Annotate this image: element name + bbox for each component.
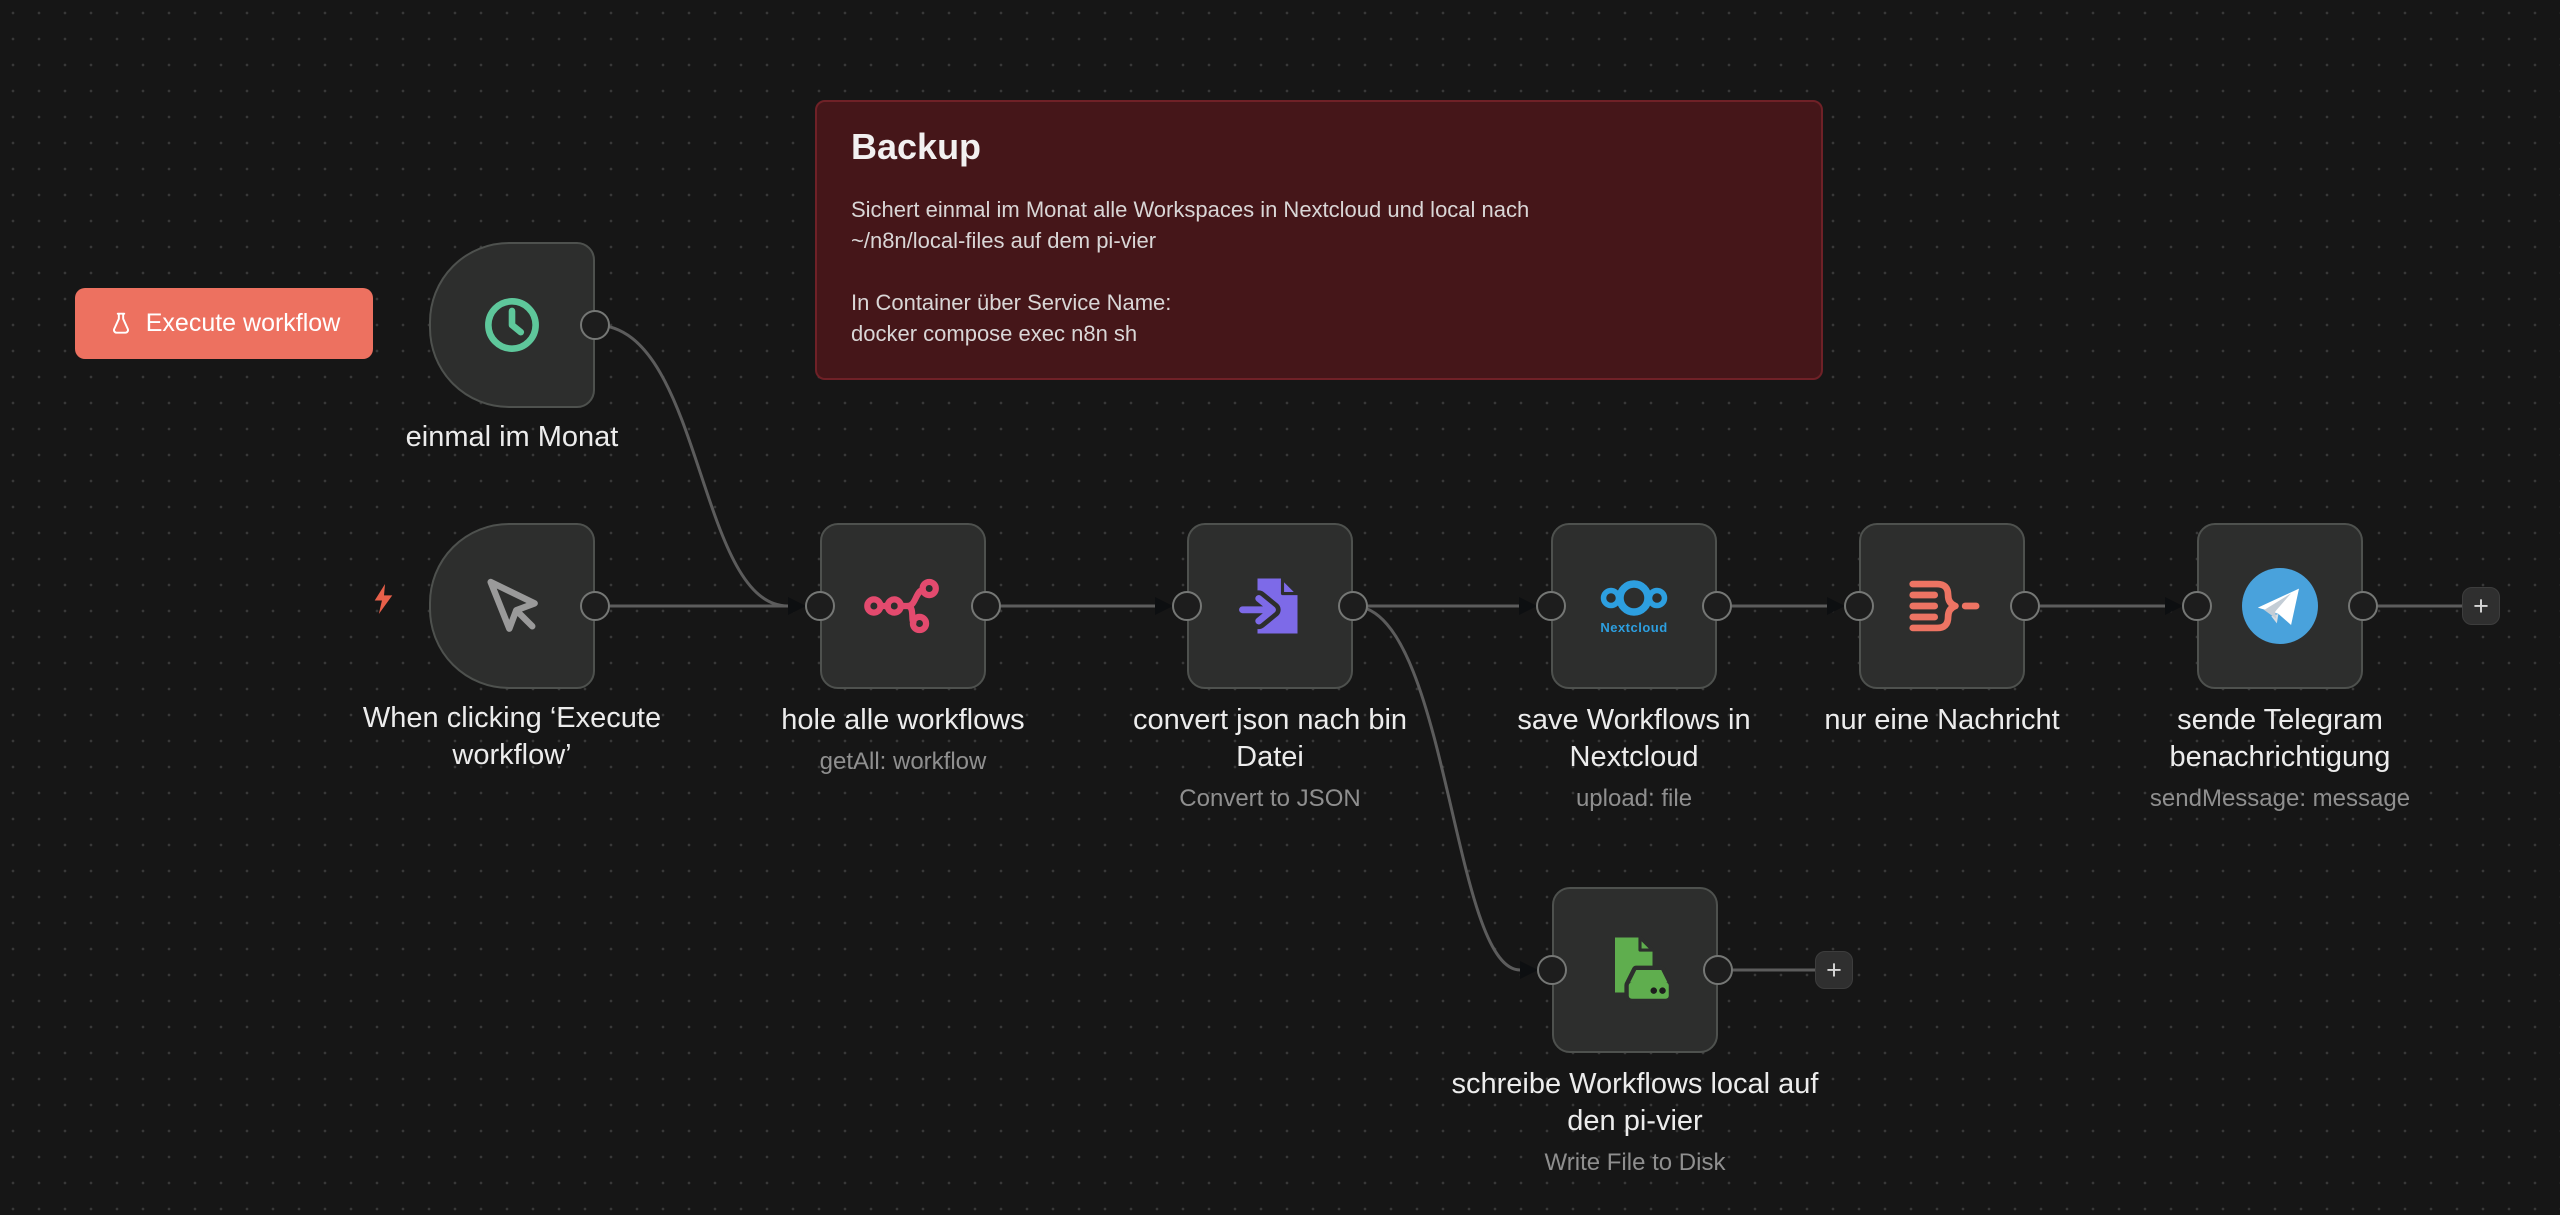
arrowhead xyxy=(1155,597,1173,615)
sticky-note[interactable]: Backup Sichert einmal im Monat alle Work… xyxy=(815,100,1823,380)
output-port-convert[interactable] xyxy=(1338,591,1368,621)
node-label-write-file: schreibe Workflows local auf den pi-vier… xyxy=(1451,1068,1819,1176)
execute-workflow-button[interactable]: Execute workflow xyxy=(75,288,373,359)
nextcloud-circles-icon xyxy=(1600,579,1668,616)
node-label-telegram: sende Telegram benachrichtigung sendMess… xyxy=(2149,704,2411,812)
aggregate-icon xyxy=(1909,580,1980,632)
connection-schedule-to-get xyxy=(594,323,789,608)
input-port-telegram[interactable] xyxy=(2182,591,2212,621)
node-label-nextcloud: save Workflows in Nextcloud upload: file xyxy=(1517,704,1751,812)
output-port-limit[interactable] xyxy=(2010,591,2040,621)
output-port-schedule[interactable] xyxy=(580,310,610,340)
output-port-get-workflows[interactable] xyxy=(971,591,1001,621)
sticky-note-text: In Container über Service Name: xyxy=(851,290,1172,315)
arrowhead xyxy=(1827,597,1845,615)
input-port-limit[interactable] xyxy=(1844,591,1874,621)
n8n-icon xyxy=(864,578,939,634)
node-nextcloud[interactable]: Nextcloud xyxy=(1551,523,1717,689)
node-convert-to-file[interactable] xyxy=(1187,523,1353,689)
file-disk-icon xyxy=(1615,935,1670,1004)
flask-icon xyxy=(112,312,129,334)
clock-icon xyxy=(485,298,539,352)
connection-convert-to-write xyxy=(1352,604,1521,972)
telegram-icon xyxy=(2242,568,2318,644)
output-port-write-file[interactable] xyxy=(1703,955,1733,985)
node-schedule-trigger[interactable] xyxy=(429,242,595,408)
execute-workflow-label: Execute workflow xyxy=(145,309,341,337)
output-port-nextcloud[interactable] xyxy=(1702,591,1732,621)
node-label-convert: convert json nach bin Datei Convert to J… xyxy=(1132,704,1408,812)
input-port-nextcloud[interactable] xyxy=(1536,591,1566,621)
nextcloud-logo: Nextcloud xyxy=(1599,578,1669,635)
node-limit[interactable] xyxy=(1859,523,2025,689)
add-node-button-telegram[interactable]: + xyxy=(2462,587,2500,625)
arrowhead xyxy=(788,597,806,615)
sticky-note-text: Sichert einmal im Monat alle Workspaces … xyxy=(851,197,1530,222)
sticky-note-spacer xyxy=(851,256,1787,287)
node-write-file[interactable] xyxy=(1552,887,1718,1053)
output-port-manual[interactable] xyxy=(580,591,610,621)
input-port-write-file[interactable] xyxy=(1537,955,1567,985)
lightning-bolt-icon xyxy=(374,584,393,614)
node-get-workflows[interactable] xyxy=(820,523,986,689)
nextcloud-wordmark: Nextcloud xyxy=(1600,619,1668,635)
output-port-telegram[interactable] xyxy=(2348,591,2378,621)
sticky-note-text: ~/n8n/local-files auf dem pi-vier xyxy=(851,228,1157,253)
arrowhead xyxy=(2165,597,2183,615)
mouse-pointer-icon xyxy=(487,578,538,632)
sticky-note-title: Backup xyxy=(851,126,982,167)
node-label-get-workflows: hole alle workflows getAll: workflow xyxy=(781,704,1025,775)
arrowhead xyxy=(1520,961,1538,979)
sticky-note-text: docker compose exec n8n sh xyxy=(851,321,1138,346)
node-label-schedule: einmal im Monat xyxy=(405,421,619,453)
arrowhead xyxy=(1519,597,1537,615)
node-label-limit: nur eine Nachricht xyxy=(1824,704,2060,736)
file-import-icon xyxy=(1235,576,1300,634)
node-manual-trigger[interactable] xyxy=(429,523,595,689)
add-node-button-write-file[interactable]: + xyxy=(1815,951,1853,989)
node-telegram[interactable] xyxy=(2197,523,2363,689)
input-port-convert[interactable] xyxy=(1172,591,1202,621)
node-label-manual: When clicking ‘Execute workflow’ xyxy=(362,702,662,771)
input-port-get-workflows[interactable] xyxy=(805,591,835,621)
